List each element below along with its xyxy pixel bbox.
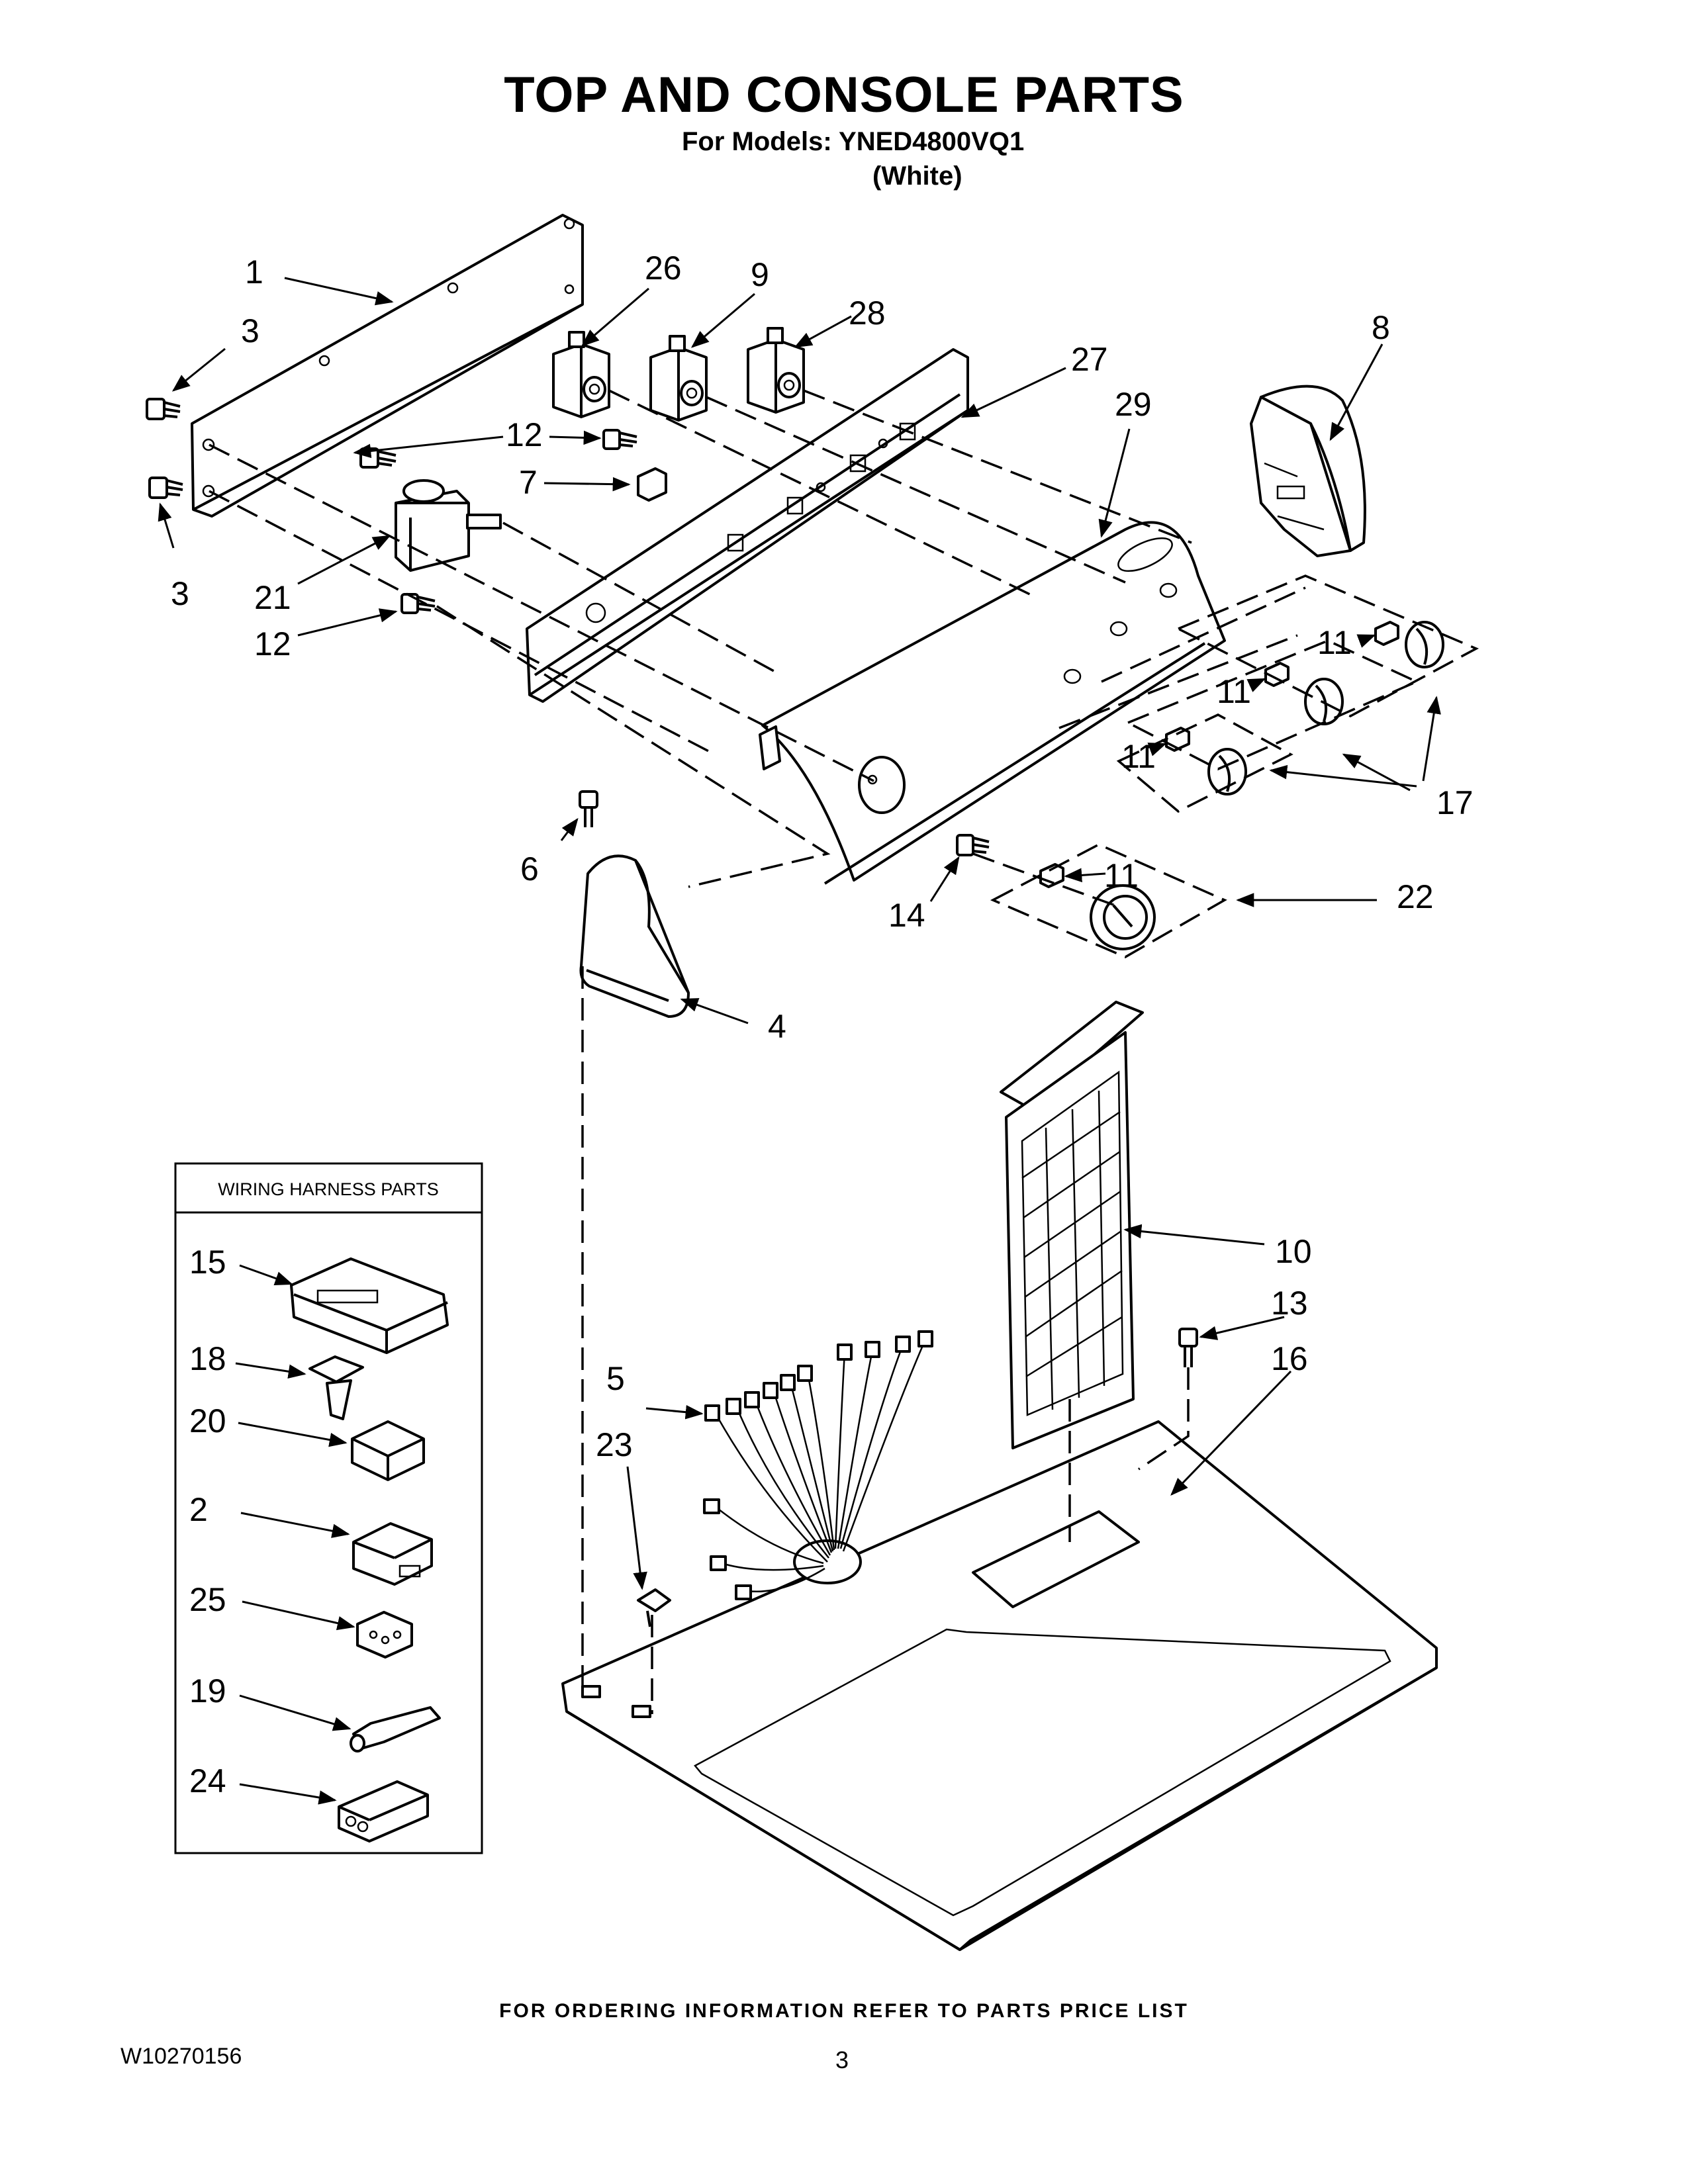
callout-16: 16 [1271,1340,1308,1377]
callout-13: 13 [1271,1285,1308,1322]
callout-5: 5 [606,1360,625,1397]
ordering-footer: FOR ORDERING INFORMATION REFER TO PARTS … [499,2000,1189,2022]
callout-29: 29 [1115,386,1152,423]
color-line: (White) [872,161,962,191]
callout-11-c: 11 [1121,738,1156,775]
callout-6: 6 [520,850,539,887]
part-1-console-bracket [191,214,584,518]
part-11-clip-a [1374,621,1399,646]
part-3-screw-upper [146,398,181,420]
callout-23: 23 [596,1426,633,1463]
callout-9: 9 [751,256,769,293]
part-6-screw [579,790,598,827]
part-29-console-panel [759,521,1226,885]
part-28-switch [747,327,805,414]
part-8-end-cap [1250,385,1366,557]
part-23-clip [637,1588,671,1627]
callout-1: 1 [245,253,263,291]
part-26-switch [552,331,610,418]
part-12-screw-c [400,593,436,614]
part-9-switch [649,335,708,422]
part-25-connector [356,1611,413,1659]
part-21-timer [395,479,502,572]
callout-12-a: 12 [506,416,543,453]
callout-11-b: 11 [1217,673,1251,710]
callout-10: 10 [1275,1233,1312,1270]
callout-24: 24 [189,1762,226,1799]
part-10-lint-screen [1000,1001,1144,1449]
callout-2: 2 [189,1491,208,1528]
part-16-top-panel [561,1420,1438,1951]
part-2-connector [352,1522,433,1586]
callout-19: 19 [189,1672,226,1709]
callout-25: 25 [189,1581,226,1618]
callout-28: 28 [849,295,886,332]
callout-11-a: 11 [1317,624,1352,661]
leader-lines [158,277,1441,1590]
part-24-connector [338,1780,429,1843]
page-number: 3 [835,2046,849,2073]
callout-3-lower: 3 [171,575,189,612]
callout-8: 8 [1372,309,1390,346]
alignment-dashes [209,389,1479,1714]
part-19-terminal [350,1706,441,1752]
part-13-screw [1178,1328,1198,1367]
part-4-end-cap [579,854,690,1018]
callout-14: 14 [888,897,925,934]
callout-numbers: 1 3 3 26 9 28 27 29 8 12 7 21 12 11 11 1… [171,250,1474,1799]
callout-17: 17 [1436,784,1474,821]
part-27-control-bracket [526,348,969,703]
part-17-knob-a [1405,621,1444,668]
harness-box-title: WIRING HARNESS PARTS [218,1179,439,1199]
part-7-clip [637,467,667,502]
callout-26: 26 [645,250,682,287]
callout-4: 4 [768,1008,786,1045]
callout-21: 21 [254,579,291,616]
callout-27: 27 [1071,341,1108,378]
page-title: TOP AND CONSOLE PARTS [504,67,1184,123]
callout-7: 7 [519,464,538,501]
part-18-clip [308,1355,364,1420]
callout-18: 18 [189,1340,226,1377]
part-20-connector [351,1420,425,1481]
part-22-timer-knob [1090,884,1156,950]
callout-11-d: 11 [1104,857,1139,894]
callout-12-b: 12 [254,625,291,662]
callout-15: 15 [189,1244,226,1281]
part-5-wiring-harness [703,1330,933,1600]
wiring-harness-box: WIRING HARNESS PARTS [174,1162,483,1854]
part-15-connector-block [290,1257,449,1354]
callout-3-upper: 3 [241,312,259,349]
models-line: For Models: YNED4800VQ1 [682,127,1025,156]
callout-20: 20 [189,1402,226,1439]
document-number: W10270156 [120,2044,242,2069]
part-14-screw [956,834,990,856]
callout-22: 22 [1397,878,1434,915]
part-3-screw-lower [148,477,183,499]
part-12-screw-b [602,429,637,450]
